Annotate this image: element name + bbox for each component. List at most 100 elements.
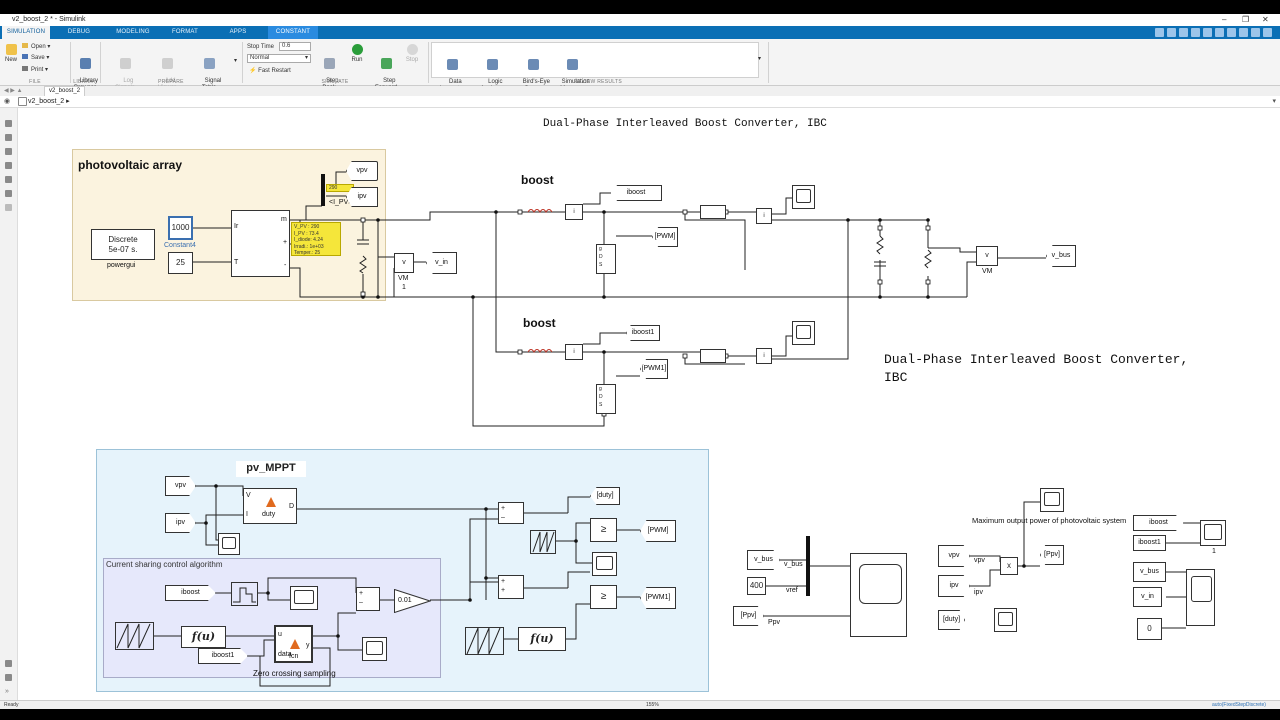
quick-icon[interactable] [1155, 28, 1164, 37]
diode-block[interactable] [700, 205, 726, 219]
scope-iboost[interactable] [792, 185, 815, 209]
from-ipv[interactable]: ipv [938, 575, 970, 597]
sum-block[interactable]: +– [356, 587, 380, 611]
relational-operator-block[interactable]: ≥ [590, 585, 617, 609]
goto-ppv[interactable]: [Ppv] [1040, 545, 1064, 565]
mppt-matlab-function[interactable]: V I D duty [243, 488, 297, 524]
goto-pwm1[interactable]: [PWM1] [640, 587, 676, 609]
voltage-measurement-block[interactable]: v [976, 246, 998, 266]
from-pwm[interactable]: [PWM] [652, 227, 678, 247]
scope-current-sharing[interactable] [290, 586, 318, 610]
quick-icon[interactable] [1239, 28, 1248, 37]
scope-voltages[interactable] [1186, 569, 1215, 626]
zoom-icon[interactable] [5, 120, 12, 127]
current-measurement-block[interactable]: i [565, 204, 583, 220]
tab-simulation[interactable]: SIMULATION [2, 26, 50, 39]
tab-debug[interactable]: DEBUG [67, 29, 91, 35]
scope-duty[interactable] [994, 608, 1017, 632]
print-button[interactable]: Print ▾ [22, 66, 48, 74]
camera-icon[interactable] [5, 660, 12, 667]
from-iboost1[interactable]: iboost1 [1133, 535, 1166, 551]
product-block[interactable]: x [1000, 557, 1018, 575]
model-title-right[interactable]: Dual-Phase Interleaved Boost Converter, … [884, 352, 1189, 385]
breadcrumb-dropdown-icon[interactable]: ▾ [1272, 98, 1276, 105]
scope-bus[interactable] [850, 553, 907, 637]
constant-400-block[interactable]: 400 [747, 577, 766, 595]
save-button[interactable]: Save ▾ [22, 54, 49, 62]
current-measurement-block[interactable]: i [756, 348, 772, 364]
scope-pwm[interactable] [592, 552, 617, 576]
arrow-icon[interactable] [5, 148, 12, 155]
goto-v-bus[interactable]: v_bus [1046, 245, 1076, 267]
nav-arrows-icon[interactable]: ◀ ▶ ▲ [4, 88, 23, 94]
zoom-level[interactable]: 155% [646, 702, 659, 708]
fast-restart-toggle[interactable]: ⚡ Fast Restart [249, 68, 291, 74]
run-button[interactable]: Run [346, 44, 368, 64]
expand-icon[interactable]: » [5, 688, 9, 695]
scope-power[interactable] [1040, 488, 1064, 512]
constant4-block[interactable]: 1000 [168, 216, 193, 240]
open-button[interactable]: Open ▾ [22, 43, 50, 51]
zero-crossing-matlab-function[interactable]: u data y fcn [274, 625, 313, 663]
constant-zero-block[interactable]: 0 [1137, 618, 1162, 640]
step-block[interactable] [231, 582, 258, 606]
goto-v-in[interactable]: v_in [426, 252, 457, 274]
repeating-sequence-block[interactable] [530, 530, 556, 554]
current-measurement-block[interactable]: i [565, 344, 583, 360]
area-icon[interactable] [5, 204, 12, 211]
simulation-mode-select[interactable]: Normal▾ [247, 54, 311, 63]
voltage-measurement-block[interactable]: v [394, 253, 414, 273]
solver-link[interactable]: auto(FixedStepDiscrete) [1212, 702, 1266, 708]
goto-vpv[interactable]: vpv [346, 161, 378, 181]
arrow-icon[interactable] [5, 162, 12, 169]
review-expand-icon[interactable]: ▾ [758, 56, 762, 62]
constant-25-block[interactable]: 25 [168, 252, 193, 274]
sum-block[interactable]: ++ [498, 575, 524, 599]
from-v-bus[interactable]: v_bus [747, 550, 780, 570]
from-pwm1[interactable]: [PWM1] [640, 359, 668, 379]
breadcrumb[interactable]: v2_boost_2 ▸ [28, 98, 70, 105]
model-title-top[interactable]: Dual-Phase Interleaved Boost Converter, … [543, 118, 827, 130]
scope-mppt[interactable] [218, 533, 240, 555]
quick-icon[interactable] [1167, 28, 1176, 37]
image-icon[interactable] [5, 190, 12, 197]
tab-constant[interactable]: CONSTANT [268, 26, 318, 39]
close-button[interactable]: ✕ [1262, 15, 1269, 24]
quick-icon[interactable] [1227, 28, 1236, 37]
relational-operator-block[interactable]: ≥ [590, 518, 617, 542]
tab-apps[interactable]: APPS [229, 29, 247, 35]
minimize-button[interactable]: – [1222, 15, 1227, 24]
current-measurement-block[interactable]: i [756, 208, 772, 224]
fcn-block[interactable]: f(u) [518, 627, 566, 651]
quick-icon[interactable] [1203, 28, 1212, 37]
from-iboost1[interactable]: iboost1 [198, 648, 248, 664]
repeating-sequence-block[interactable] [465, 627, 504, 655]
tab-format[interactable]: FORMAT [171, 29, 199, 35]
scope-iboost1[interactable] [792, 321, 815, 345]
tab-modeling[interactable]: MODELING [116, 29, 150, 35]
pv-array-block[interactable]: Ir T m + - [231, 210, 290, 277]
quick-icon[interactable] [1179, 28, 1188, 37]
goto-duty[interactable]: [duty] [590, 487, 620, 505]
from-iboost[interactable]: iboost [165, 585, 216, 601]
from-vpv[interactable]: vpv [165, 476, 196, 496]
goto-iboost1[interactable]: iboost1 [626, 325, 660, 341]
repeating-sequence-block[interactable] [115, 622, 154, 650]
sum-block[interactable]: +– [498, 502, 524, 524]
goto-ipv[interactable]: ipv [346, 187, 378, 207]
from-ipv[interactable]: ipv [165, 513, 196, 533]
maximize-button[interactable]: ❐ [1242, 15, 1250, 24]
quick-icon[interactable] [1251, 28, 1260, 37]
help-icon[interactable] [1263, 28, 1272, 37]
stop-time-input[interactable]: 0.6 [279, 42, 311, 51]
from-ppv[interactable]: [Ppv] [733, 606, 764, 626]
scope-currents[interactable] [1200, 520, 1226, 546]
quick-icon[interactable] [1215, 28, 1224, 37]
hide-browser-icon[interactable]: ◉ [4, 98, 11, 105]
prepare-expand-icon[interactable]: ▾ [234, 58, 238, 64]
scope-zero-crossing[interactable] [362, 637, 387, 661]
property-icon[interactable] [5, 674, 12, 681]
from-v-in[interactable]: v_in [1133, 587, 1162, 607]
